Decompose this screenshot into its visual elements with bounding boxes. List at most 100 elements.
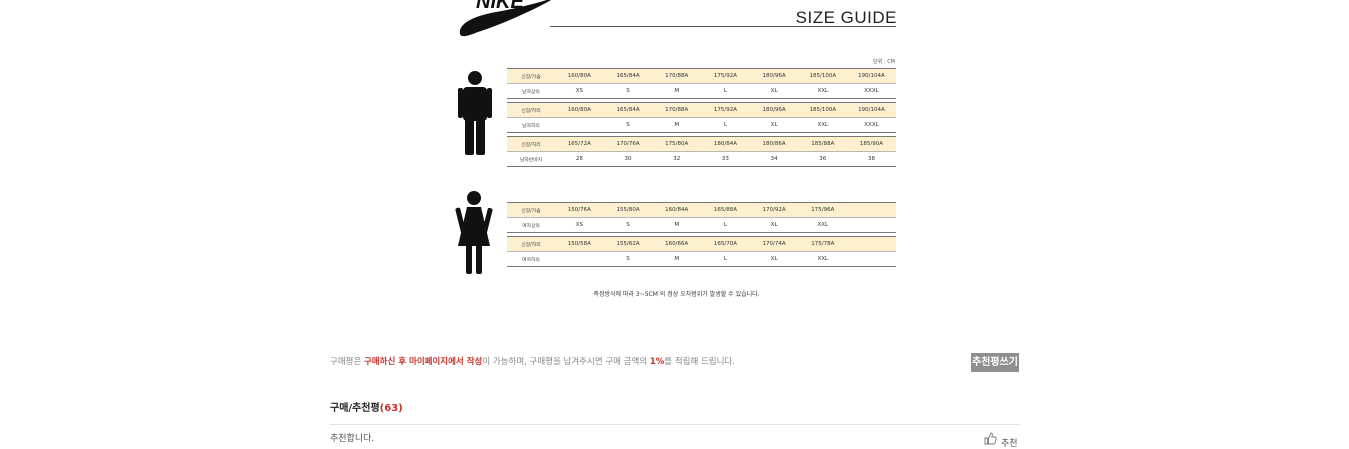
table-cell: 160/66A (665, 241, 689, 247)
table-cell: 180/84A (713, 141, 737, 147)
notice-text-2: 이 가능하며, 구매평을 남겨주시면 구매 금액의 (482, 357, 650, 367)
table-cell: 32 (673, 156, 681, 162)
table-cell: S (626, 122, 630, 128)
table-cell: 150/76A (567, 207, 591, 213)
table-cell: 33 (721, 156, 729, 162)
table-cell: 185/100A (809, 73, 837, 79)
table-cell: XXL (817, 256, 829, 262)
table-cell: 175/92A (713, 107, 737, 113)
table-cell: XL (770, 256, 778, 262)
table-cell: 170/92A (762, 207, 786, 213)
table-cell: 175/80A (665, 141, 689, 147)
table-cell: 150/58A (567, 241, 591, 247)
title-rule (550, 26, 896, 27)
row-label: 신장/허리 (521, 108, 541, 114)
table-cell: 185/88A (811, 141, 835, 147)
row-label: 여자상의 (522, 223, 540, 229)
woman-icon (455, 191, 493, 274)
table-cell: 155/80A (616, 207, 640, 213)
review-notice: 구매평은 구매하신 후 마이페이지에서 작성이 가능하며, 구매평을 남겨주시면… (330, 355, 735, 367)
row-label: 신장/가슴 (521, 208, 541, 214)
table-cell: S (626, 256, 630, 262)
table-cell: 165/84A (616, 73, 640, 79)
table-cell: XXXL (864, 88, 879, 94)
size-table: 신장/가슴 150/76A 155/80A 160/84A 165/88A 170/92A… (507, 202, 896, 233)
row-label: 남자반바지 (519, 157, 543, 163)
table-cell: 160/80A (567, 73, 591, 79)
table-cell: M (674, 122, 680, 128)
thumbs-up-icon[interactable] (984, 432, 997, 445)
table-cell: XL (770, 122, 778, 128)
table-cell: 28 (575, 156, 583, 162)
notice-emphasis-1: 구매하신 후 마이페이지에서 작성 (363, 357, 483, 367)
table-top-rule (507, 68, 896, 69)
table-cell: L (723, 88, 727, 94)
reviews-count-close: ) (398, 403, 403, 414)
reviews-divider (330, 424, 1020, 425)
table-cell: 185/100A (809, 107, 837, 113)
review-item-text[interactable]: 추천합니다. (330, 434, 375, 444)
table-cell: 165/70A (713, 241, 737, 247)
table-top-rule (507, 102, 896, 103)
reviews-heading: 구매/추천평(63) (330, 399, 403, 414)
reviews-heading-label: 구매/추천평 (330, 403, 380, 414)
table-top-rule (507, 236, 896, 237)
notice-emphasis-2: 1% (649, 357, 665, 367)
table-cell: M (674, 222, 680, 228)
row-label: 신장/허리 (521, 142, 541, 148)
size-guide-title: SIZE GUIDE (795, 8, 897, 27)
table-cell: S (626, 88, 630, 94)
table-cell: 165/88A (713, 207, 737, 213)
row-label: 남자하의 (522, 123, 540, 129)
write-review-button[interactable]: 추천평쓰기 (971, 353, 1019, 372)
table-bottom-rule (507, 266, 896, 267)
table-cell: XL (770, 88, 778, 94)
notice-text-1: 구매평은 (330, 357, 364, 367)
table-cell: 165/84A (616, 107, 640, 113)
table-row: 남자상의 XS S M L XL XXL XXXL (507, 83, 896, 98)
notice-text-3: 를 적립해 드립니다. (664, 357, 735, 367)
reviews-count: 63 (384, 403, 399, 414)
table-cell: 160/84A (665, 207, 689, 213)
table-cell: L (723, 222, 727, 228)
table-cell: 165/72A (567, 141, 591, 147)
row-label: 여자하의 (522, 257, 540, 263)
table-bottom-rule (507, 232, 896, 233)
table-cell: 170/74A (762, 241, 786, 247)
table-cell: 185/90A (859, 141, 884, 147)
table-cell: 180/86A (762, 141, 786, 147)
nike-swoosh-logo: NIKE (459, 0, 552, 37)
measurement-note: 측정방식에 따라 3~5CM 의 정상 오차범위가 발생할 수 있습니다. (593, 291, 760, 298)
table-bottom-rule (507, 166, 896, 167)
table-cell: XXL (817, 88, 829, 94)
table-cell: M (674, 256, 680, 262)
row-label: 신장/가슴 (521, 74, 541, 80)
table-cell: 155/62A (616, 241, 640, 247)
table-cell: L (723, 256, 727, 262)
table-cell: XXL (817, 222, 829, 228)
table-cell: M (674, 88, 680, 94)
table-cell: 170/88A (665, 107, 689, 113)
row-label: 남자상의 (522, 89, 540, 95)
table-cell: 180/96A (762, 73, 786, 79)
table-cell: XL (770, 222, 778, 228)
man-icon (458, 71, 492, 155)
table-row: 신장/가슴 150/76A 155/80A 160/84A 165/88A 170/92A… (507, 203, 896, 217)
unit-label: 단위 : CM (873, 59, 895, 65)
table-cell: S (626, 222, 630, 228)
table-cell: 175/78A (811, 241, 835, 247)
table-bottom-rule (507, 98, 896, 99)
table-top-rule (507, 136, 896, 137)
table-cell: 180/96A (762, 107, 786, 113)
reviews-count-open: ( (379, 403, 385, 414)
table-row: 여자하의 S M L XL XXL (507, 251, 896, 266)
table-bottom-rule (507, 132, 896, 133)
table-cell: 170/88A (665, 73, 689, 79)
table-cell: XS (575, 88, 583, 94)
